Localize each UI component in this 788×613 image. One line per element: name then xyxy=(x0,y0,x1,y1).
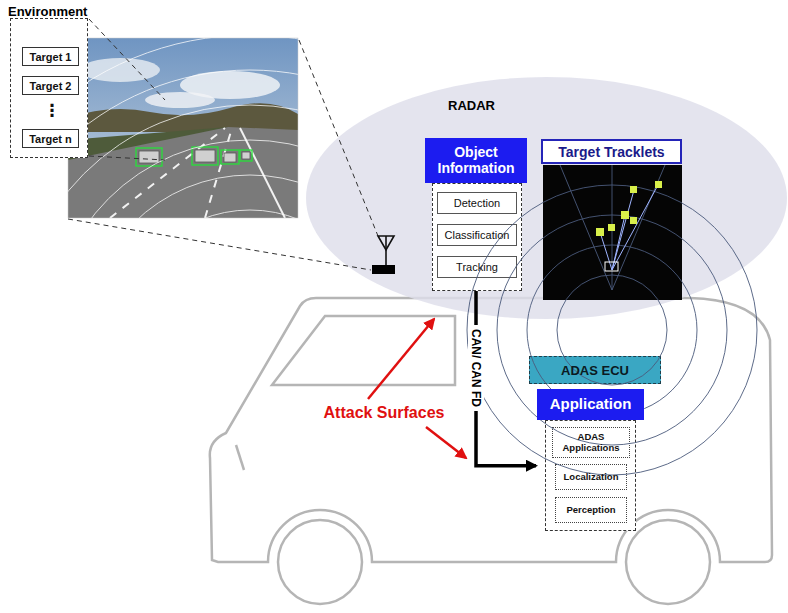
target-box: Target n xyxy=(22,129,79,148)
box-text: Classification xyxy=(445,229,510,241)
object-info-group: Object InformationDetectionClassificatio… xyxy=(425,138,527,291)
bus-label: CAN/ CAN FD xyxy=(468,325,484,411)
bus-connector xyxy=(476,291,536,466)
zoom-lines xyxy=(68,19,378,270)
antenna-symbol xyxy=(372,236,395,274)
box-text: Tracking xyxy=(456,261,498,273)
box-text: Target 2 xyxy=(30,80,72,92)
car-outline xyxy=(210,298,772,604)
ellipsis-mark: ⋮ xyxy=(41,100,63,121)
radar-title: RADAR xyxy=(448,98,495,113)
label-holder: ⋮ xyxy=(41,100,63,121)
target-box: Target 2 xyxy=(22,76,79,95)
box-text: Target 1 xyxy=(30,51,72,63)
box-text: Perception xyxy=(566,505,615,516)
road-photo xyxy=(68,38,298,218)
panel-header: Target Tracklets xyxy=(541,139,682,164)
label-holder: CAN/ CAN FD xyxy=(468,325,484,411)
label-holder: Attack Surfaces xyxy=(318,404,450,422)
box-text: Detection xyxy=(454,197,500,209)
application-group: ApplicationADAS ApplicationsLocalization… xyxy=(537,389,644,531)
application-box: ADAS Applications xyxy=(552,427,630,458)
attack-arrows xyxy=(368,319,466,458)
ecu-box: ADAS ECU xyxy=(529,356,661,384)
process-box: Classification xyxy=(437,224,517,246)
process-box: Detection xyxy=(437,192,517,214)
tracklets-image xyxy=(467,165,757,475)
target-box: Target 1 xyxy=(22,47,79,66)
box-text: Localization xyxy=(564,472,619,483)
ecu-text: ADAS ECU xyxy=(561,363,629,378)
application-box: Perception xyxy=(555,497,627,523)
box-text: Target n xyxy=(29,133,72,145)
box-text: ADAS Applications xyxy=(553,432,629,454)
group-header: Application xyxy=(537,389,644,420)
process-box: Tracking xyxy=(437,256,517,278)
group-heading: Environment xyxy=(8,4,87,19)
group-header: Object Information xyxy=(425,138,527,183)
environment-group: EnvironmentTarget 1 Target 2 Target n xyxy=(10,2,88,158)
attack-label: Attack Surfaces xyxy=(318,404,450,422)
